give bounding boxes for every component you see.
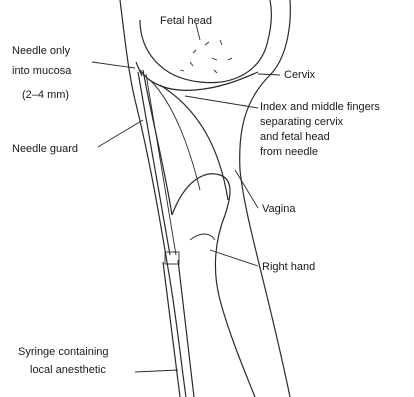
label-fetal-head: Fetal head <box>160 14 212 28</box>
label-depth: (2–4 mm) <box>22 88 69 102</box>
leader-cervix <box>258 74 280 75</box>
label-into-mucosa: into mucosa <box>12 64 71 78</box>
leader-vagina <box>235 170 258 208</box>
leader-syringe <box>135 370 178 372</box>
label-syringe-line1: Syringe containing <box>18 345 109 359</box>
cervix-outline <box>140 70 258 90</box>
label-needle-only: Needle only <box>12 44 70 58</box>
needle-tip <box>136 62 142 76</box>
label-fingers-line4: from needle <box>260 145 318 159</box>
fetal-head-outline <box>140 0 271 83</box>
syringe-barrel <box>163 260 194 397</box>
label-cervix: Cervix <box>284 68 315 82</box>
label-fingers-line3: and fetal head <box>260 130 330 144</box>
vaginal-wall-right <box>240 0 291 397</box>
label-syringe-line2: local anesthetic <box>30 363 106 377</box>
label-fingers-line1: Index and middle fingers <box>260 100 380 114</box>
hand-fold <box>190 234 215 240</box>
middle-finger <box>160 85 228 200</box>
fetal-head-hair <box>180 40 232 73</box>
leader-needle-guard <box>98 120 143 147</box>
label-right-hand: Right hand <box>262 260 315 274</box>
label-needle-guard: Needle guard <box>12 142 78 156</box>
leader-fingers <box>185 96 258 108</box>
label-vagina: Vagina <box>262 202 295 216</box>
leader-right-hand <box>210 250 258 266</box>
label-fingers-line2: separating cervix <box>260 115 343 129</box>
right-hand <box>172 174 255 397</box>
vaginal-wall-left <box>120 0 186 397</box>
